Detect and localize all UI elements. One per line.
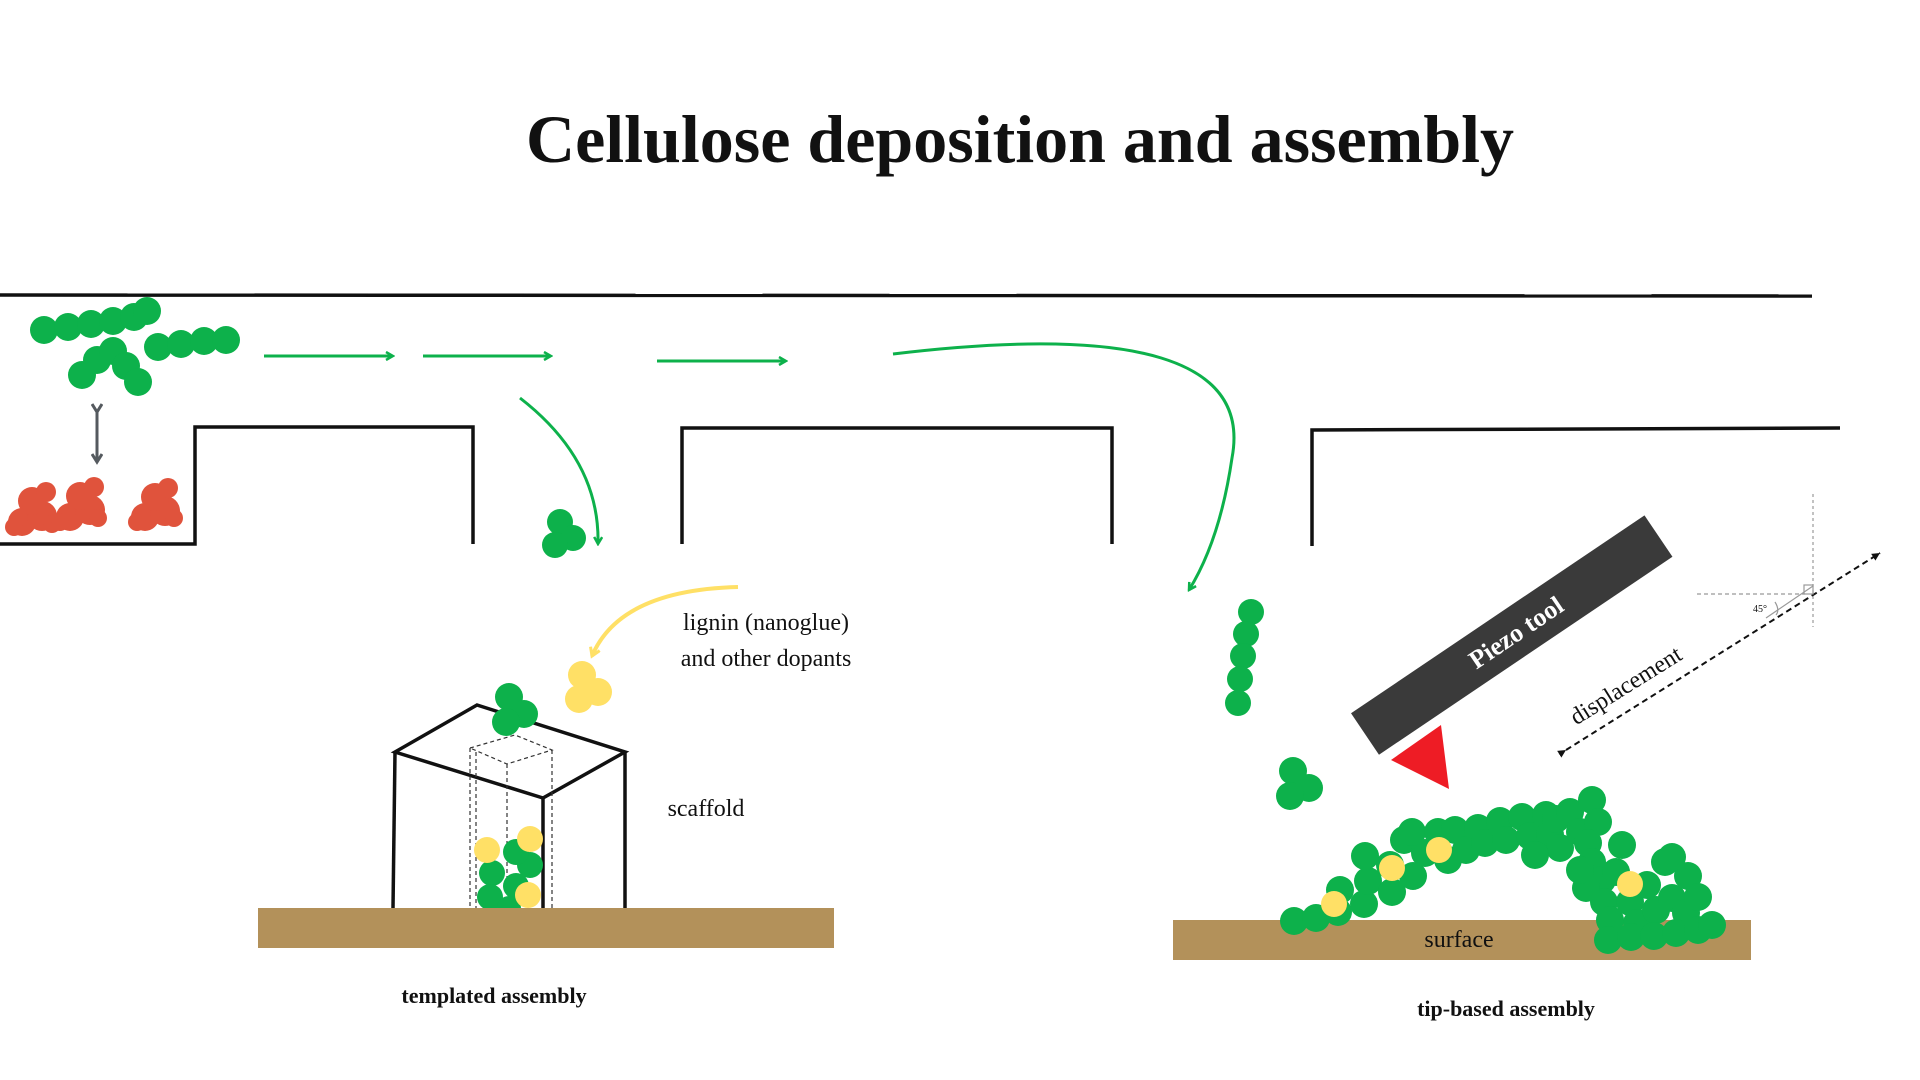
cellulose-cluster-icon xyxy=(1276,757,1323,810)
templated-substrate xyxy=(258,908,834,948)
displacement-arrow xyxy=(1557,552,1881,758)
deposit-arrow-left xyxy=(519,396,598,544)
lignin-cluster-icon xyxy=(565,661,612,713)
angle-indicator xyxy=(1697,494,1814,627)
tip-based-assembly-label: tip-based assembly xyxy=(1417,996,1595,1021)
tip-assembly-structure xyxy=(1280,786,1726,954)
channel-floor-right xyxy=(1310,426,1841,546)
surface-label: surface xyxy=(1424,927,1493,953)
scaffold-fill xyxy=(474,826,543,920)
piezo-tip xyxy=(1391,725,1449,789)
lignin-label-line1: lignin (nanoglue) xyxy=(683,610,849,636)
cellulose-cluster-icon xyxy=(542,509,586,558)
lignin-label-line2: and other dopants xyxy=(681,646,852,672)
channel-walls xyxy=(0,293,1841,546)
channel-floor-middle xyxy=(680,426,1114,544)
cellulose-cluster-icon xyxy=(492,683,538,736)
scaffold-cube xyxy=(390,703,630,909)
scaffold-label: scaffold xyxy=(668,796,745,822)
channel-top-wall xyxy=(0,293,1813,298)
flow-arrows xyxy=(264,342,1236,590)
deposit-arrow-right xyxy=(892,342,1236,590)
piezo-tool: Piezo tool xyxy=(1351,515,1673,755)
tip-assembly-lignin xyxy=(1321,837,1643,917)
cellulose-chain-icon xyxy=(1225,599,1264,716)
enzyme-blob-icon xyxy=(5,477,183,536)
scaffold-inner-channel xyxy=(468,734,554,908)
channel-floor-left xyxy=(0,425,475,546)
cellulose-chain-icon xyxy=(30,297,240,396)
diagram-title: Cellulose deposition and assembly xyxy=(526,101,1514,177)
lignin-arrow xyxy=(592,585,739,656)
angle-label: 45° xyxy=(1753,604,1767,615)
templated-assembly-label: templated assembly xyxy=(401,983,586,1008)
